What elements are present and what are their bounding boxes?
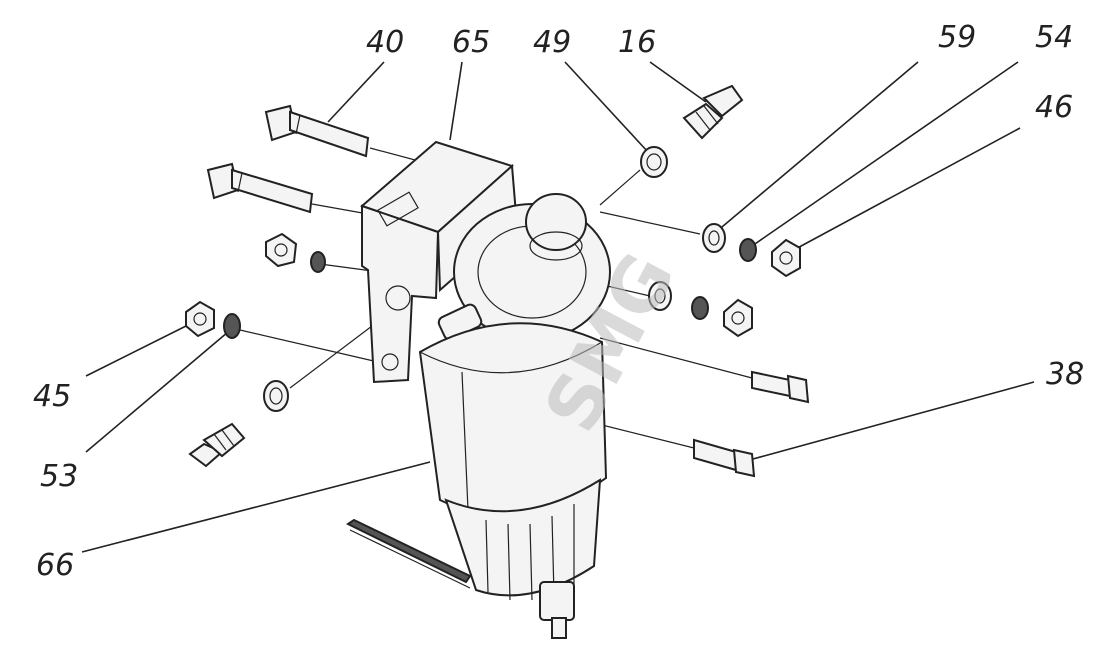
washer-54 — [739, 238, 757, 262]
nut-45 — [185, 300, 215, 338]
filter-head — [437, 193, 611, 341]
nut-left-mid — [265, 232, 298, 268]
washer-59 — [702, 223, 726, 253]
leader-line-59 — [715, 61, 919, 233]
leader-line-65 — [449, 61, 463, 141]
callout-label-16: 16 — [618, 25, 656, 60]
callout-label-66: 66 — [36, 548, 74, 583]
bolt-40-lower — [206, 162, 314, 214]
nut-mid-right — [723, 298, 753, 338]
nut-46 — [771, 238, 801, 278]
callout-label-45: 45 — [33, 379, 71, 414]
callout-label-49: 49 — [533, 25, 571, 60]
lock-washer-mid-right — [691, 296, 709, 320]
washer-53 — [223, 313, 241, 339]
leader-line-38 — [741, 381, 1035, 463]
leader-line-54 — [751, 61, 1019, 247]
callout-label-38: 38 — [1046, 357, 1084, 392]
leader-line-49 — [564, 61, 649, 153]
callout-label-54: 54 — [1035, 20, 1073, 55]
leader-line-40 — [327, 61, 385, 123]
callout-label-59: 59 — [938, 20, 976, 55]
seal-ring-lower-left — [263, 380, 289, 412]
washer-left-mid — [310, 251, 326, 273]
drain-bar — [346, 518, 472, 589]
callout-label-40: 40 — [366, 25, 404, 60]
fitting-lower-left — [188, 422, 246, 468]
bolt-40-upper — [264, 104, 370, 158]
fitting-16 — [682, 84, 744, 140]
callout-label-53: 53 — [40, 459, 78, 494]
callout-label-65: 65 — [452, 25, 490, 60]
callout-label-46: 46 — [1035, 90, 1073, 125]
filter-bowl-66 — [418, 322, 608, 639]
leader-line-16 — [649, 61, 707, 103]
bolt-38-upper — [751, 370, 810, 404]
leader-line-66 — [81, 461, 431, 553]
bolt-38-lower — [693, 438, 756, 478]
leader-line-46 — [789, 127, 1021, 253]
washer-mid-right — [648, 281, 672, 311]
leader-line-53 — [85, 331, 229, 453]
leader-line-45 — [85, 321, 195, 377]
seal-ring-49 — [640, 146, 668, 178]
